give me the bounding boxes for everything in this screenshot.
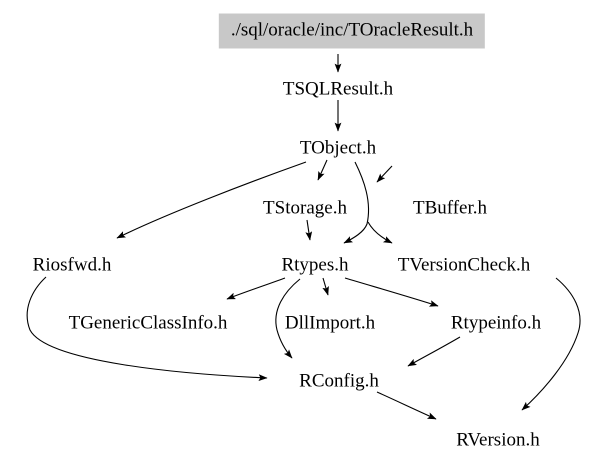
edge-tstorage-rtypes bbox=[305, 219, 313, 241]
edge-tobject-tbuffer bbox=[376, 165, 393, 183]
node-tobject[interactable]: TObject.h bbox=[299, 137, 377, 159]
node-rconfig[interactable]: RConfig.h bbox=[299, 370, 379, 392]
edge-tobject-rtypes bbox=[343, 161, 370, 244]
edge-rtypes-tgenericclassinfo bbox=[226, 277, 286, 300]
edge-tobject-tversioncheck bbox=[367, 221, 393, 244]
node-rtypes[interactable]: Rtypes.h bbox=[281, 254, 349, 276]
edge-tversioncheck-rversion bbox=[521, 277, 581, 411]
node-tversioncheck[interactable]: TVersionCheck.h bbox=[397, 254, 531, 276]
edge-rtypes-dllimport bbox=[322, 277, 329, 296]
edge-tobject-riosfwd bbox=[116, 161, 307, 239]
edge-rconfig-rversion bbox=[376, 391, 437, 420]
node-rtypeinfo[interactable]: Rtypeinfo.h bbox=[450, 312, 542, 334]
node-riosfwd[interactable]: Riosfwd.h bbox=[32, 254, 112, 276]
node-tstorage[interactable]: TStorage.h bbox=[263, 197, 347, 219]
edge-tobject-tstorage bbox=[317, 159, 328, 181]
node-tsqlresult[interactable]: TSQLResult.h bbox=[282, 78, 394, 100]
edge-rtypes-rconfig bbox=[275, 278, 301, 359]
node-toracleresult[interactable]: ./sql/oracle/inc/TOracleResult.h bbox=[218, 13, 486, 49]
node-tbuffer[interactable]: TBuffer.h bbox=[412, 197, 488, 219]
node-rversion[interactable]: RVersion.h bbox=[456, 429, 540, 451]
node-tgenericclassinfo[interactable]: TGenericClassInfo.h bbox=[68, 312, 228, 334]
edge-rtypes-rtypeinfo bbox=[344, 277, 439, 307]
edge-rtypeinfo-rconfig bbox=[407, 336, 461, 367]
edge-riosfwd-rconfig bbox=[26, 276, 268, 382]
node-dllimport[interactable]: DllImport.h bbox=[284, 312, 376, 334]
